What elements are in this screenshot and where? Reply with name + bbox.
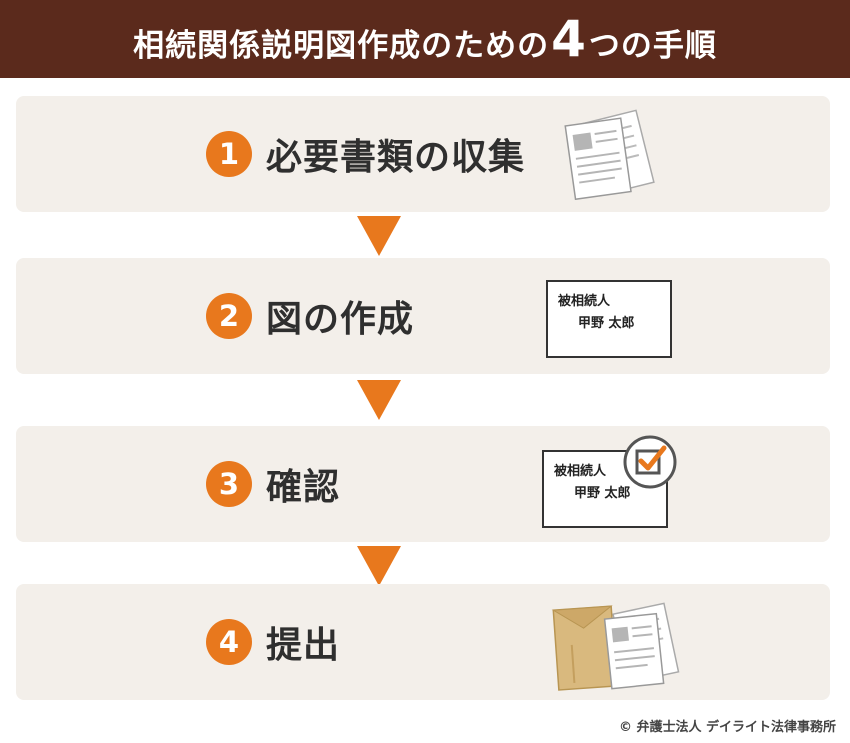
page-header: 相続関係説明図作成のための 4 つの手順 [0,0,850,78]
step-1-panel: 1 必要書類の収集 [16,96,830,212]
title-text-after: つの手順 [588,27,717,64]
card-decedent-name: 甲野 太郎 [578,316,635,331]
copyright-notice: © 弁護士法人 デイライト法律事務所 [618,720,836,735]
card-decedent-label: 被相続人 [554,464,607,479]
step-1-number-badge: 1 [206,131,252,177]
diagram-card-icon: 被相続人 甲野 太郎 [546,280,672,358]
step-4-panel: 4 提出 [16,584,830,700]
card-decedent-label: 被相続人 [558,294,611,309]
step-2-label-group: 2 図の作成 [206,290,414,342]
step-1-title: 必要書類の収集 [266,137,526,178]
step-4-number-badge: 4 [206,619,252,665]
checkmark-icon [623,435,677,489]
down-arrow-icon [357,546,401,586]
step-1-label-group: 1 必要書類の収集 [206,128,525,180]
title-number: 4 [551,9,587,68]
step-3-number-badge: 3 [206,461,252,507]
down-arrow-icon [357,216,401,256]
step-2-title: 図の作成 [266,299,415,340]
step-2-number-badge: 2 [206,293,252,339]
checked-card-icon: 被相続人 甲野 太郎 [542,450,668,528]
step-3-label-group: 3 確認 [206,458,340,510]
card-decedent-name: 甲野 太郎 [574,486,631,501]
envelope-documents-icon [551,602,680,691]
page-title: 相続関係説明図作成のための 4 つの手順 [133,14,717,65]
documents-icon [564,109,655,200]
step-2-panel: 2 図の作成 被相続人 甲野 太郎 [16,258,830,374]
title-text-before: 相続関係説明図作成のための [133,27,550,64]
step-3-title: 確認 [266,467,341,508]
step-4-title: 提出 [266,625,341,666]
step-4-label-group: 4 提出 [206,616,340,668]
down-arrow-icon [357,380,401,420]
step-3-panel: 3 確認 被相続人 甲野 太郎 [16,426,830,542]
